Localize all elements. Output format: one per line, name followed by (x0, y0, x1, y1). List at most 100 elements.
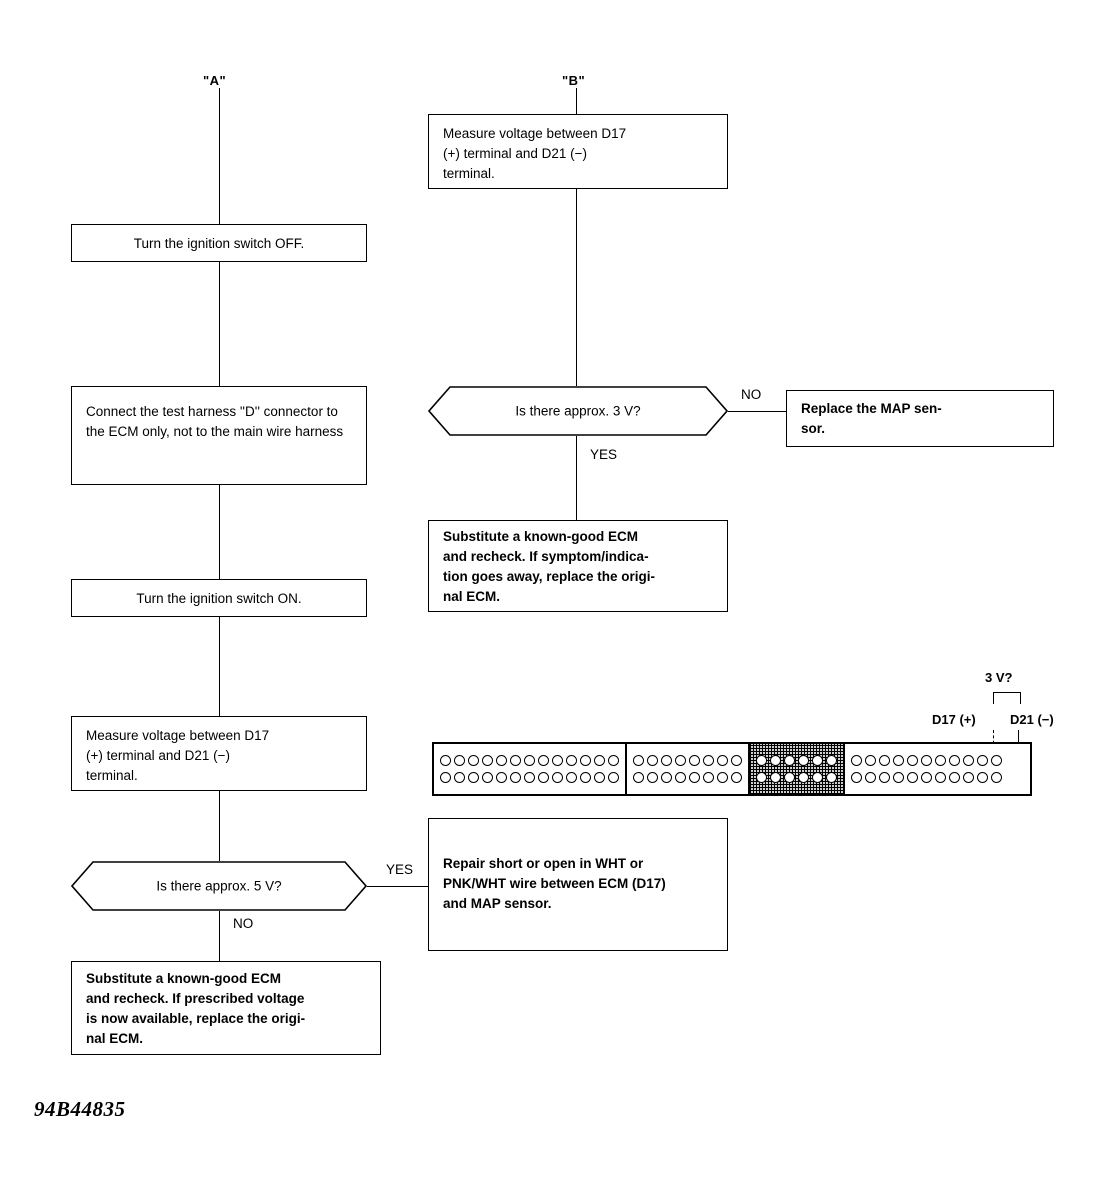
connector-a1-a2 (219, 262, 220, 386)
connector-b1-decision (576, 189, 577, 386)
connector-pin (977, 772, 988, 783)
connector-pin (510, 755, 521, 766)
result-repair-short-open-line2: PNK/WHT wire between ECM (D17) (443, 876, 666, 891)
step-turn-ignition-off: Turn the ignition switch OFF. (71, 224, 367, 262)
result-replace-map-sensor-line2: sor. (801, 421, 826, 436)
connector-pin (784, 772, 795, 783)
connector-pin (496, 755, 507, 766)
label-a-yes: YES (386, 862, 414, 877)
result-substitute-ecm-b-line1: Substitute a known-good ECM (443, 529, 638, 544)
label-a-no: NO (233, 916, 254, 931)
result-substitute-ecm-b-line4: nal ECM. (443, 589, 501, 604)
result-substitute-ecm-a: Substitute a known-good ECM and recheck.… (71, 961, 381, 1055)
connector-pin (851, 772, 862, 783)
connector-block-1 (434, 744, 627, 794)
connector-pin (552, 755, 563, 766)
connector-pin (798, 772, 809, 783)
step-measure-voltage-a-line1: Measure voltage between D17 (86, 728, 270, 743)
connector-pin (633, 772, 644, 783)
connector-pin-row (756, 755, 837, 766)
connector-pin (770, 755, 781, 766)
connector-pin (675, 755, 686, 766)
connector-pin (510, 772, 521, 783)
connector-pin (482, 755, 493, 766)
step-measure-voltage-b-line1: Measure voltage between D17 (443, 126, 627, 141)
connector-pin-row (633, 755, 742, 766)
connector-pin (566, 755, 577, 766)
connector-pin (703, 772, 714, 783)
step-measure-voltage-b-line2: (+) terminal and D21 (−) (443, 146, 588, 161)
step-connect-test-harness-label: Connect the test harness ''D'' connector… (86, 404, 344, 439)
result-replace-map-sensor: Replace the MAP sen- sor. (786, 390, 1054, 447)
voltage-bracket (993, 692, 1021, 704)
connector-pin (633, 755, 644, 766)
connector-b-yes (576, 436, 577, 520)
connector-pin (907, 772, 918, 783)
connector-pin (689, 772, 700, 783)
connector-pin (538, 772, 549, 783)
step-connect-test-harness: Connect the test harness ''D'' connector… (71, 386, 367, 485)
step-measure-voltage-a: Measure voltage between D17 (+) terminal… (71, 716, 367, 791)
connector-pin-row (756, 772, 837, 783)
figure-code: 94B44835 (34, 1097, 126, 1121)
connector-block-3 (750, 744, 845, 794)
connector-pin (580, 772, 591, 783)
result-repair-short-open-line1: Repair short or open in WHT or (443, 856, 644, 871)
connector-pin (756, 755, 767, 766)
connector-pin (608, 755, 619, 766)
step-measure-voltage-a-line2: (+) terminal and D21 (−) (86, 748, 231, 763)
connector-pin (991, 772, 1002, 783)
result-substitute-ecm-a-line1: Substitute a known-good ECM (86, 971, 281, 986)
label-b-yes: YES (590, 447, 618, 462)
connector-block-2 (627, 744, 750, 794)
result-repair-short-open-line3: and MAP sensor. (443, 896, 552, 911)
connector-label-positive: D17 (+) (932, 712, 976, 727)
connector-pin (454, 755, 465, 766)
connector-pin (865, 772, 876, 783)
connector-pin (865, 755, 876, 766)
step-turn-ignition-off-label: Turn the ignition switch OFF. (133, 236, 305, 251)
connector-pin (879, 755, 890, 766)
connector-a3-a4 (219, 617, 220, 716)
connector-pin (566, 772, 577, 783)
connector-pin (731, 772, 742, 783)
connector-pin (784, 755, 795, 766)
result-replace-map-sensor-line1: Replace the MAP sen- (801, 401, 942, 416)
decision-approx-5v-label: Is there approx. 5 V? (156, 878, 282, 894)
decision-approx-3v-label: Is there approx. 3 V? (515, 403, 641, 419)
connector-pin (921, 772, 932, 783)
connector-pin (907, 755, 918, 766)
decision-approx-3v: Is there approx. 3 V? (428, 386, 728, 436)
connector-pin (812, 755, 823, 766)
label-b-no: NO (741, 387, 762, 402)
connector-pin (921, 755, 932, 766)
connector-pin (935, 772, 946, 783)
connector-pin (935, 755, 946, 766)
connector-a-no (219, 911, 220, 961)
result-substitute-ecm-b: Substitute a known-good ECM and recheck.… (428, 520, 728, 612)
connector-b-no (728, 411, 786, 412)
connector-voltage-caption: 3 V? (985, 670, 1013, 685)
connector-pin-row (851, 772, 1002, 783)
connector-pin (756, 772, 767, 783)
connector-block-4 (845, 744, 1008, 794)
result-substitute-ecm-a-line4: nal ECM. (86, 1031, 144, 1046)
connector-pin (647, 772, 658, 783)
result-substitute-ecm-b-line3: tion goes away, replace the origi- (443, 569, 656, 584)
connector-pin (963, 772, 974, 783)
connector-pin (949, 772, 960, 783)
connector-pin (454, 772, 465, 783)
step-measure-voltage-b-line3: terminal. (443, 166, 495, 181)
connector-pin (538, 755, 549, 766)
connector-pin (661, 755, 672, 766)
result-substitute-ecm-b-line2: and recheck. If symptom/indica- (443, 549, 649, 564)
connector-pin-row (633, 772, 742, 783)
connector-pin-row (851, 755, 1002, 766)
connector-pin (440, 755, 451, 766)
connector-pin (594, 772, 605, 783)
connector-pin (689, 755, 700, 766)
ecm-connector-diagram (432, 742, 1032, 796)
connector-pin (661, 772, 672, 783)
connector-pin (798, 755, 809, 766)
